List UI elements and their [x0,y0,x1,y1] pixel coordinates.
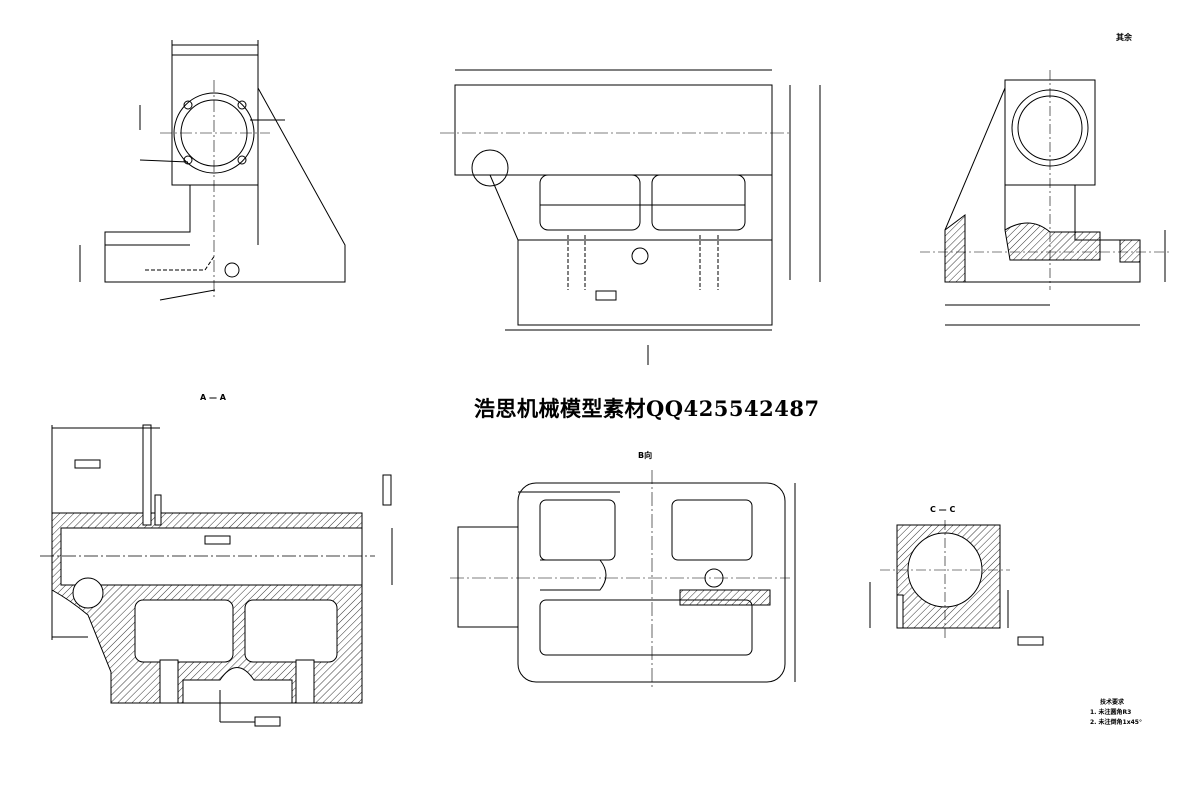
view-b-label: B向 [638,451,653,460]
requirements-title: 技术要求 [1100,699,1125,706]
technical-requirements: 技术要求 1. 未注圆角R3 2. 未注倒角1x45° [1090,698,1142,728]
roughness-note: 其余 [1116,33,1132,42]
front-view [440,69,821,365]
requirement-item: 1. 未注圆角R3 [1090,709,1132,716]
watermark: 浩思机械模型素材QQ425542487 [474,396,820,421]
side-view-right [920,70,1170,326]
view-b [450,470,796,690]
side-view-left [79,40,346,301]
section-c-label: C — C [930,505,956,514]
section-a-view [40,424,393,727]
section-c-view [869,520,1044,646]
requirement-item: 2. 未注倒角1x45° [1090,719,1142,726]
section-a-label: A — A [200,393,226,402]
